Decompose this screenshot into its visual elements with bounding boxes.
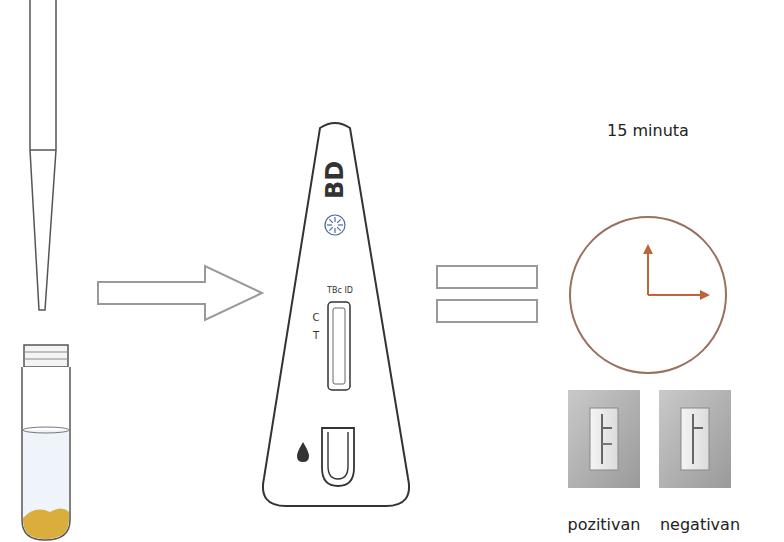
pipette [30, 0, 56, 310]
equals-sign [437, 266, 537, 322]
cassette-label: C [313, 313, 320, 323]
process-arrow [98, 266, 262, 320]
positive-result [568, 390, 640, 488]
clock [570, 217, 726, 373]
cassette-label: TBc ID [327, 287, 353, 295]
result-label: negativan [660, 515, 740, 534]
test-cassette: BD TBc ID CT [258, 118, 414, 510]
cassette-label: T [313, 331, 319, 341]
result-label: pozitivan [568, 515, 641, 534]
test-tube [22, 345, 70, 540]
time-label: 15 minuta [607, 121, 689, 140]
negative-result [659, 390, 731, 488]
brand-logo: BD [323, 161, 347, 199]
